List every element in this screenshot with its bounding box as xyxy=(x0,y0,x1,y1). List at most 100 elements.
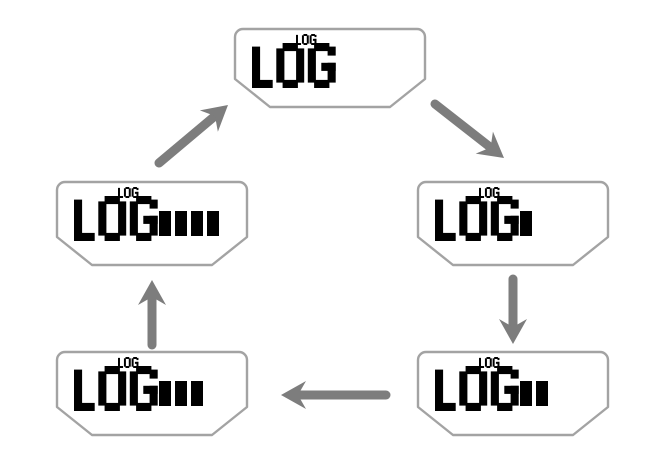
log-display-text xyxy=(252,43,336,88)
bar-segment xyxy=(191,381,203,406)
glyph-pixel xyxy=(125,366,130,368)
glyph-pixel xyxy=(129,371,138,406)
glyph-pixel xyxy=(123,188,126,197)
glyph-pixel xyxy=(435,369,444,411)
glyph-pixel xyxy=(118,196,124,198)
glyph-pixel xyxy=(327,46,336,56)
log-display-text xyxy=(74,366,158,411)
glyph-pixel xyxy=(98,201,107,236)
glyph-pixel xyxy=(435,232,456,241)
glyph-pixel xyxy=(314,34,317,38)
bar-segment xyxy=(159,381,171,406)
glyph-pixel xyxy=(494,187,498,189)
glyph-pixel xyxy=(314,43,330,52)
glyph-pixel xyxy=(136,366,152,375)
glyph-pixel xyxy=(510,369,519,379)
glyph-pixel xyxy=(327,62,336,83)
log-indicator-label xyxy=(118,357,139,368)
cycle-arrow-bottom-left-to-left xyxy=(138,280,166,350)
glyph-pixel xyxy=(303,34,308,36)
glyph-pixel xyxy=(296,48,305,83)
arrow-head xyxy=(281,381,306,409)
bar-segment xyxy=(536,381,548,406)
glyph-pixel xyxy=(489,358,492,367)
glyph-pixel xyxy=(136,191,139,197)
glyph-pixel xyxy=(252,46,261,88)
glyph-pixel xyxy=(479,366,485,368)
glyph-pixel xyxy=(74,199,83,241)
glyph-pixel xyxy=(307,48,316,83)
bar-segment xyxy=(175,381,187,406)
cycle-arrow-left-to-top xyxy=(154,105,228,168)
glyph-pixel xyxy=(129,201,138,236)
glyph-pixel xyxy=(510,385,519,406)
glyph-pixel xyxy=(104,366,120,375)
glyph-pixel xyxy=(252,79,273,88)
glyph-pixel xyxy=(128,358,131,367)
arrow-shaft xyxy=(154,110,221,168)
glyph-pixel xyxy=(303,43,308,45)
log-indicator-label xyxy=(296,34,317,45)
glyph-pixel xyxy=(136,402,152,411)
glyph-pixel xyxy=(510,215,519,236)
glyph-pixel xyxy=(282,43,298,52)
glyph-pixel xyxy=(497,196,513,205)
glyph-pixel xyxy=(494,357,498,359)
glyph-pixel xyxy=(484,358,487,367)
glyph-pixel xyxy=(497,187,500,191)
glyph-pixel xyxy=(309,35,312,44)
bar-segment xyxy=(191,211,203,236)
display-panel-bottom-right xyxy=(416,350,610,437)
glyph-pixel xyxy=(118,357,120,368)
glyph-pixel xyxy=(479,196,485,198)
glyph-pixel xyxy=(133,187,137,189)
arrow-shaft xyxy=(430,99,496,153)
glyph-pixel xyxy=(104,196,120,205)
glyph-pixel xyxy=(479,187,481,198)
glyph-pixel xyxy=(306,35,309,44)
glyph-pixel xyxy=(486,366,491,368)
glyph-pixel xyxy=(282,79,298,88)
glyph-pixel xyxy=(133,366,137,368)
glyph-pixel xyxy=(465,196,481,205)
glyph-pixel xyxy=(497,232,513,241)
display-panel-bottom-left xyxy=(55,350,249,437)
glyph-pixel xyxy=(74,369,83,411)
bar-segment xyxy=(207,211,219,236)
glyph-pixel xyxy=(125,196,130,198)
arrow-head xyxy=(138,280,166,305)
glyph-pixel xyxy=(314,79,330,88)
glyph-pixel xyxy=(510,199,519,209)
glyph-pixel xyxy=(74,402,95,411)
glyph-pixel xyxy=(136,361,139,367)
glyph-pixel xyxy=(98,371,107,406)
glyph-pixel xyxy=(296,34,298,45)
glyph-pixel xyxy=(492,188,495,197)
glyph-pixel xyxy=(497,191,500,197)
log-display-text xyxy=(435,196,519,241)
glyph-pixel xyxy=(104,402,120,411)
glyph-pixel xyxy=(497,366,513,375)
log-level-bars xyxy=(520,211,532,236)
glyph-pixel xyxy=(484,188,487,197)
glyph-pixel xyxy=(459,201,468,236)
glyph-pixel xyxy=(125,357,130,359)
log-display-text xyxy=(74,196,158,241)
glyph-pixel xyxy=(118,201,127,236)
log-indicator-label xyxy=(479,187,500,198)
glyph-pixel xyxy=(497,357,500,361)
glyph-pixel xyxy=(136,187,139,191)
glyph-pixel xyxy=(465,232,481,241)
log-level-bars xyxy=(159,211,219,236)
glyph-pixel xyxy=(479,371,488,406)
glyph-pixel xyxy=(490,371,499,406)
bar-segment xyxy=(159,211,171,236)
glyph-pixel xyxy=(479,357,481,368)
glyph-pixel xyxy=(149,199,158,209)
glyph-pixel xyxy=(149,369,158,379)
glyph-pixel xyxy=(118,187,120,198)
glyph-pixel xyxy=(486,196,491,198)
log-level-bars xyxy=(520,381,548,406)
